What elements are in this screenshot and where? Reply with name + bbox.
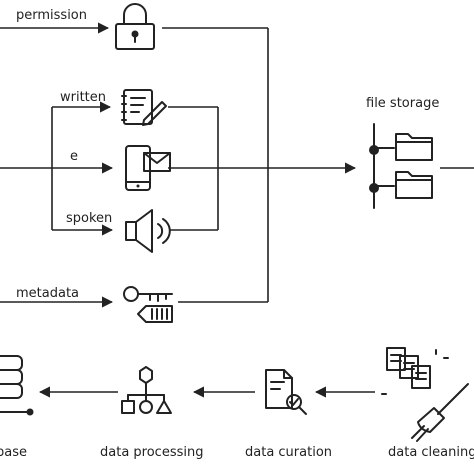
label-data-curation: data curation	[245, 445, 332, 460]
key-tag-icon	[123, 286, 173, 323]
label-e: e	[70, 149, 78, 164]
document-pen-icon	[121, 89, 167, 126]
label-file-storage: file storage	[366, 96, 439, 111]
speaker-icon	[125, 209, 171, 253]
labels: permission written e spoken metadata fil…	[0, 8, 474, 460]
label-data-processing: data processing	[100, 445, 203, 460]
folder-tree-icon	[369, 123, 433, 209]
label-written: written	[60, 90, 106, 105]
phone-mail-icon	[125, 145, 171, 191]
document-magnifier-icon	[265, 369, 307, 415]
label-permission: permission	[16, 8, 87, 23]
label-metadata: metadata	[16, 286, 79, 301]
label-data-cleaning: data cleaning	[388, 445, 474, 460]
label-spoken: spoken	[66, 211, 112, 226]
lock-icon	[115, 3, 155, 50]
label-base: base	[0, 445, 27, 460]
flowchart-shapes-icon	[121, 366, 172, 414]
broom-documents-icon	[381, 347, 469, 442]
connector-lines	[0, 22, 474, 398]
database-icon	[0, 355, 34, 416]
